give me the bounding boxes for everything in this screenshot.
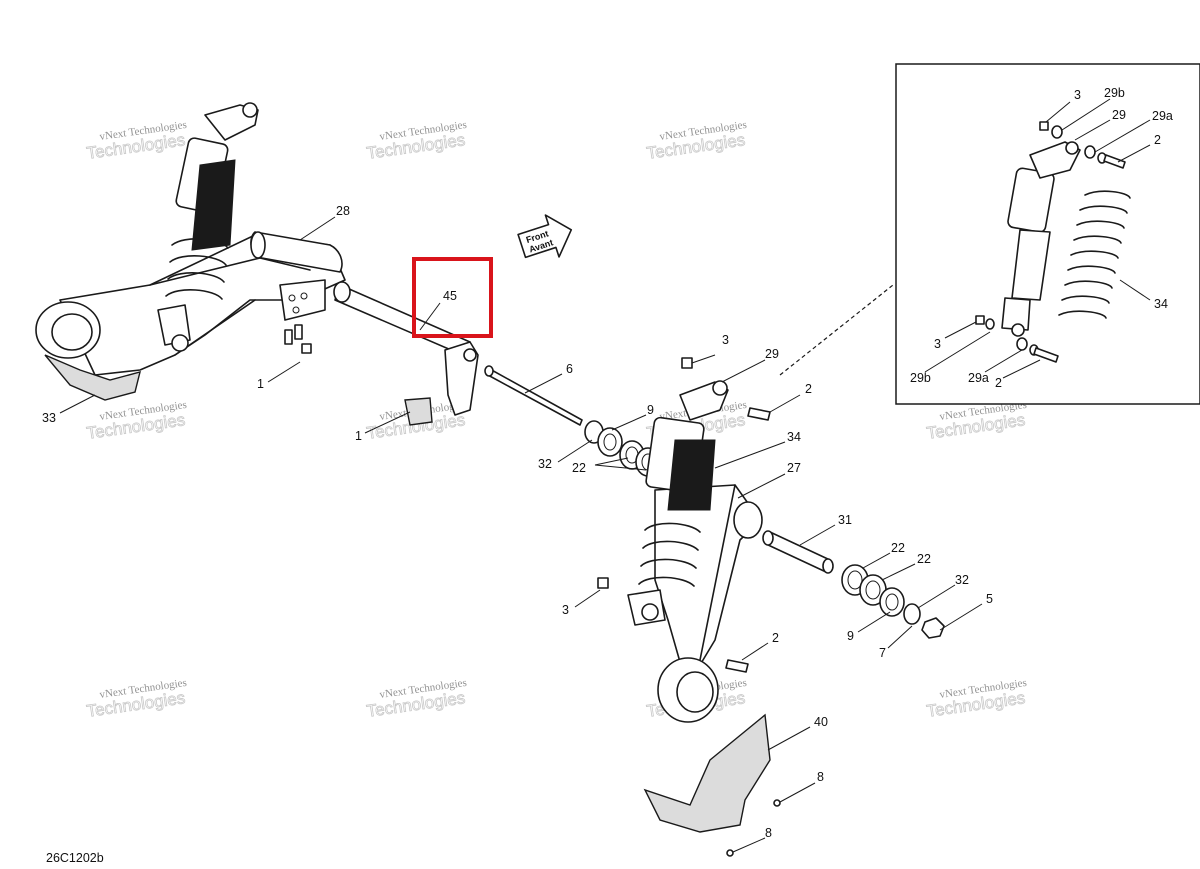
watermark: vNext Technologies Technologies — [365, 119, 467, 163]
right-hardware — [597, 357, 945, 673]
callout-27: 27 — [787, 461, 801, 475]
part-labels: 28 45 1 1 33 6 9 32 22 3 29 2 34 27 31 2… — [42, 86, 1173, 840]
seal-9 — [597, 427, 623, 457]
sleeve-31 — [765, 531, 831, 573]
skid-guard-left — [44, 354, 141, 401]
callout-31: 31 — [838, 513, 852, 527]
watermark: vNext Technologies Technologies — [925, 399, 1027, 443]
callout-2: 2 — [772, 631, 779, 645]
inset-callout-29a: 29a — [1152, 109, 1173, 123]
inset-callout-2: 2 — [995, 376, 1002, 390]
callout-33: 33 — [42, 411, 56, 425]
callout-6: 6 — [566, 362, 573, 376]
bolt-set-1 — [284, 324, 312, 354]
callout-32: 32 — [538, 457, 552, 471]
mount-bracket — [279, 279, 326, 321]
callout-9: 9 — [647, 403, 654, 417]
skid-guard-right — [643, 713, 771, 833]
callout-8: 8 — [817, 770, 824, 784]
callout-45: 45 — [443, 289, 457, 303]
watermark: vNext Technologies Technologies — [925, 677, 1027, 721]
inset-shock — [1001, 141, 1081, 337]
center-shaft-parts — [484, 365, 661, 477]
inset-callout-34: 34 — [1154, 297, 1168, 311]
callout-22: 22 — [572, 461, 586, 475]
trailing-arm-left — [59, 234, 346, 376]
callout-29: 29 — [765, 347, 779, 361]
callout-9: 9 — [847, 629, 854, 643]
inset-detail — [779, 63, 1200, 405]
nut-5 — [921, 617, 945, 639]
callout-40: 40 — [814, 715, 828, 729]
watermark: vNext Technologies Technologies — [85, 677, 187, 721]
callout-28: 28 — [336, 204, 350, 218]
callout-34: 34 — [787, 430, 801, 444]
callout-1: 1 — [257, 377, 264, 391]
linkage-bracket — [404, 341, 479, 426]
inset-callout-2: 2 — [1154, 133, 1161, 147]
washer-7 — [903, 603, 921, 625]
callout-3: 3 — [722, 333, 729, 347]
inset-callout-29a: 29a — [968, 371, 989, 385]
callout-22: 22 — [917, 552, 931, 566]
front-direction-arrow: Front Avant — [517, 214, 573, 259]
diagram-code: 26C1202b — [46, 851, 104, 865]
inset-hardware — [975, 121, 1126, 363]
callout-2: 2 — [805, 382, 812, 396]
highlight-box-45 — [412, 257, 493, 338]
left-trailing-arm-assembly — [35, 102, 479, 426]
callout-7: 7 — [879, 646, 886, 660]
callout-3: 3 — [562, 603, 569, 617]
shock-absorber-left — [157, 102, 259, 352]
callout-32: 32 — [955, 573, 969, 587]
leader-lines — [59, 98, 1151, 853]
seal-9b — [879, 587, 905, 617]
inset-callout-3: 3 — [1074, 88, 1081, 102]
inset-leader — [779, 284, 894, 376]
callout-22: 22 — [891, 541, 905, 555]
inset-callout-29b: 29b — [910, 371, 931, 385]
callout-8: 8 — [765, 826, 772, 840]
watermark: vNext Technologies Technologies — [85, 399, 187, 443]
callout-1: 1 — [355, 429, 362, 443]
watermark: vNext Technologies Technologies — [85, 119, 187, 163]
inset-callout-3: 3 — [934, 337, 941, 351]
shock-absorber-right — [627, 380, 729, 626]
watermark: vNext Technologies Technologies — [365, 677, 467, 721]
callout-5: 5 — [986, 592, 993, 606]
right-trailing-arm-assembly — [597, 357, 945, 857]
watermark: vNext Technologies Technologies — [645, 119, 747, 163]
inset-callout-29: 29 — [1112, 108, 1126, 122]
through-bolt-6 — [485, 367, 583, 426]
inset-spring — [1058, 190, 1131, 319]
inset-callout-29b: 29b — [1104, 86, 1125, 100]
